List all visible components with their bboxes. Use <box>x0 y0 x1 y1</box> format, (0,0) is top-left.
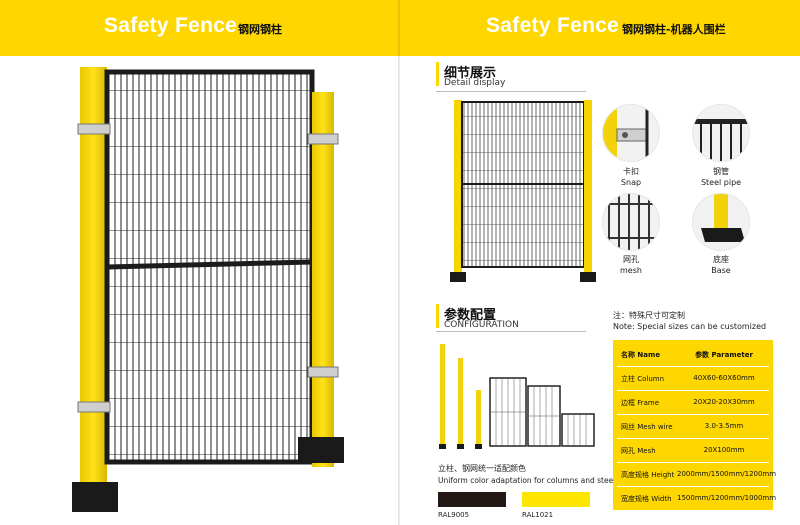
uniform-color-en: Uniform color adaptation for columns and… <box>438 476 639 485</box>
detail-title: 细节展示 <box>444 66 497 81</box>
config-title: 参数配置 <box>444 308 497 323</box>
right-page-subtitle: 钢网钢柱-机器人围栏 <box>622 23 726 36</box>
mesh-caption-cn: 网孔 <box>623 255 639 264</box>
clip <box>77 123 111 135</box>
left-title-band: Safety Fence 钢网钢柱 <box>0 0 400 56</box>
table-header: 名称 Name 参数 Parameter <box>613 344 773 364</box>
fence-detail-image <box>450 100 596 282</box>
swatch-ral1021 <box>522 492 590 507</box>
row-name: 网丝 Mesh wire <box>621 423 673 431</box>
steel-pipe-caption-cn: 钢管 <box>713 167 729 176</box>
left-page-subtitle: 钢网钢柱 <box>238 23 282 36</box>
row-value: 20X20-20X30mm <box>693 398 755 406</box>
detail-rule <box>436 91 586 92</box>
header-name: 名称 Name <box>621 351 661 359</box>
clip <box>77 401 111 413</box>
table-row: 立柱 Column 40X60-60X60mm <box>613 368 773 388</box>
base-caption-cn: 底座 <box>713 255 729 264</box>
config-rule <box>436 331 586 332</box>
detail-subtitle: Detail display <box>444 78 506 88</box>
right-page: Safety Fence 钢网钢柱-机器人围栏 细节展示 Detail disp… <box>400 0 800 525</box>
mesh-caption-en: mesh <box>620 266 642 275</box>
row-name: 网孔 Mesh <box>621 447 656 455</box>
swatch-label-ral1021: RAL1021 <box>522 511 554 519</box>
left-page-title: Safety Fence <box>104 14 238 37</box>
right-page-title: Safety Fence <box>486 14 620 37</box>
row-value: 1500mm/1200mm/1000mm <box>677 494 777 502</box>
snap-caption-cn: 卡扣 <box>623 167 639 176</box>
mesh-detail-icon <box>602 193 660 251</box>
row-value: 2000mm/1500mm/1200mm <box>677 470 777 478</box>
swatch-ral9005 <box>438 492 506 507</box>
note-en: Note: Special sizes can be customized <box>613 322 767 331</box>
left-base <box>72 482 118 512</box>
header-parameter: 参数 Parameter <box>695 351 753 359</box>
table-row: 网孔 Mesh 20X100mm <box>613 440 773 460</box>
config-subtitle: CONFIGURATION <box>444 320 519 330</box>
uniform-color-cn: 立柱、钢网统一适配颜色 <box>438 464 526 473</box>
right-post <box>312 92 334 467</box>
table-row: 网丝 Mesh wire 3.0-3.5mm <box>613 416 773 436</box>
right-base <box>298 437 344 463</box>
detail-left-post <box>454 100 462 278</box>
row-name: 立柱 Column <box>621 375 665 383</box>
fence-panel-image <box>72 67 344 512</box>
row-value: 40X60-60X60mm <box>693 374 755 382</box>
components-image <box>439 344 595 449</box>
table-row: 宽度规格 Width 1500mm/1200mm/1000mm <box>613 488 777 508</box>
swatch-label-ral9005: RAL9005 <box>438 511 470 519</box>
snap-detail-icon <box>602 104 660 162</box>
clip <box>307 366 339 378</box>
parameter-table: 名称 Name 参数 Parameter 立柱 Column 40X60-60X… <box>613 340 777 510</box>
left-post <box>80 67 107 497</box>
row-name: 高度规格 Height <box>621 471 675 479</box>
row-name: 边框 Frame <box>621 399 660 407</box>
clip <box>307 133 339 145</box>
right-title-band: Safety Fence 钢网钢柱-机器人围栏 <box>400 0 800 56</box>
base-caption-en: Base <box>711 266 731 275</box>
detail-right-post <box>584 100 592 278</box>
base-detail-icon <box>692 193 750 251</box>
table-row: 边框 Frame 20X20-20X30mm <box>613 392 773 412</box>
row-value: 20X100mm <box>703 446 745 454</box>
left-page: Safety Fence 钢网钢柱 <box>0 0 400 512</box>
section-marker <box>436 62 439 86</box>
middle-rail <box>106 259 313 270</box>
section-marker <box>436 304 439 328</box>
row-value: 3.0-3.5mm <box>704 422 744 430</box>
table-row: 高度规格 Height 2000mm/1500mm/1200mm <box>613 464 777 484</box>
row-name: 宽度规格 Width <box>621 495 672 503</box>
steel-pipe-detail-icon <box>692 104 750 162</box>
snap-caption-en: Snap <box>620 178 642 187</box>
steel-pipe-caption-en: Steel pipe <box>700 178 742 187</box>
note-cn: 注：特殊尺寸可定制 <box>613 311 685 320</box>
